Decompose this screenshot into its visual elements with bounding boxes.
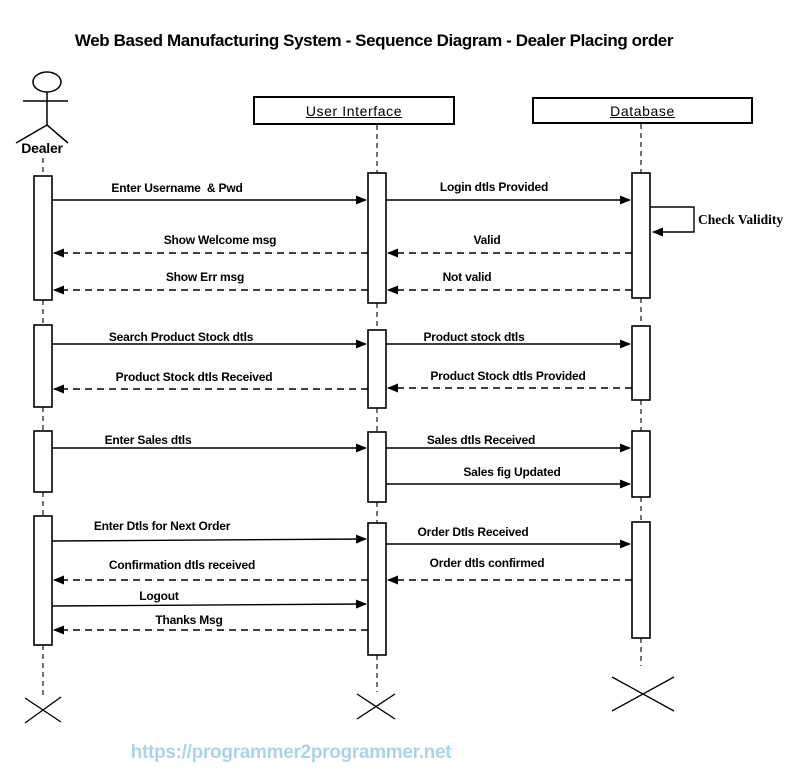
message-label-show-welcome: Show Welcome msg xyxy=(163,233,277,247)
actor-icon xyxy=(15,71,69,144)
diagram-title: Web Based Manufacturing System - Sequenc… xyxy=(74,31,674,50)
message-label-order-confirmed: Order dtls confirmed xyxy=(429,556,545,570)
message-arrows xyxy=(51,195,695,635)
lifeline-header-database: Database xyxy=(532,97,753,124)
watermark-url: https://programmer2programmer.net xyxy=(130,742,452,763)
message-label-search-product: Search Product Stock dtls xyxy=(108,330,254,344)
message-label-confirmation-received: Confirmation dtls received xyxy=(108,558,256,572)
termination-x-database xyxy=(611,676,675,712)
message-label-sales-received: Sales dtls Received xyxy=(426,433,536,447)
message-label-sales-updated: Sales fig Updated xyxy=(463,465,561,479)
message-label-check-validity: Check Validity xyxy=(698,212,784,227)
message-label-product-stock: Product stock dtls xyxy=(423,330,525,344)
message-label-enter-next-order: Enter Dtls for Next Order xyxy=(93,519,231,533)
arrow-check-validity-self xyxy=(650,206,695,237)
actor-label: Dealer xyxy=(21,140,63,156)
lifeline-label-user-interface: User Interface xyxy=(305,102,403,119)
message-label-logout: Logout xyxy=(139,589,179,603)
arrow-enter-next-order xyxy=(51,534,367,544)
lifeline-label-database: Database xyxy=(610,102,675,119)
activation-bars xyxy=(33,172,651,656)
arrow-logout xyxy=(51,599,367,609)
message-label-valid: Valid xyxy=(473,233,501,247)
message-label-product-provided: Product Stock dtls Provided xyxy=(430,369,586,383)
message-label-thanks-msg: Thanks Msg xyxy=(155,613,223,627)
message-label-not-valid: Not valid xyxy=(442,270,492,284)
termination-x-user-interface xyxy=(356,693,396,720)
message-label-order-received: Order Dtls Received xyxy=(417,525,529,539)
message-label-enter-username: Enter Username & Pwd xyxy=(111,181,243,195)
termination-x-dealer xyxy=(24,696,62,724)
message-label-enter-sales: Enter Sales dtls xyxy=(104,433,192,447)
lifeline-header-user-interface: User Interface xyxy=(253,96,455,125)
message-label-product-received: Product Stock dtls Received xyxy=(115,370,273,384)
message-label-show-err: Show Err msg xyxy=(165,270,245,284)
message-label-login-dtls: Login dtls Provided xyxy=(439,180,549,194)
